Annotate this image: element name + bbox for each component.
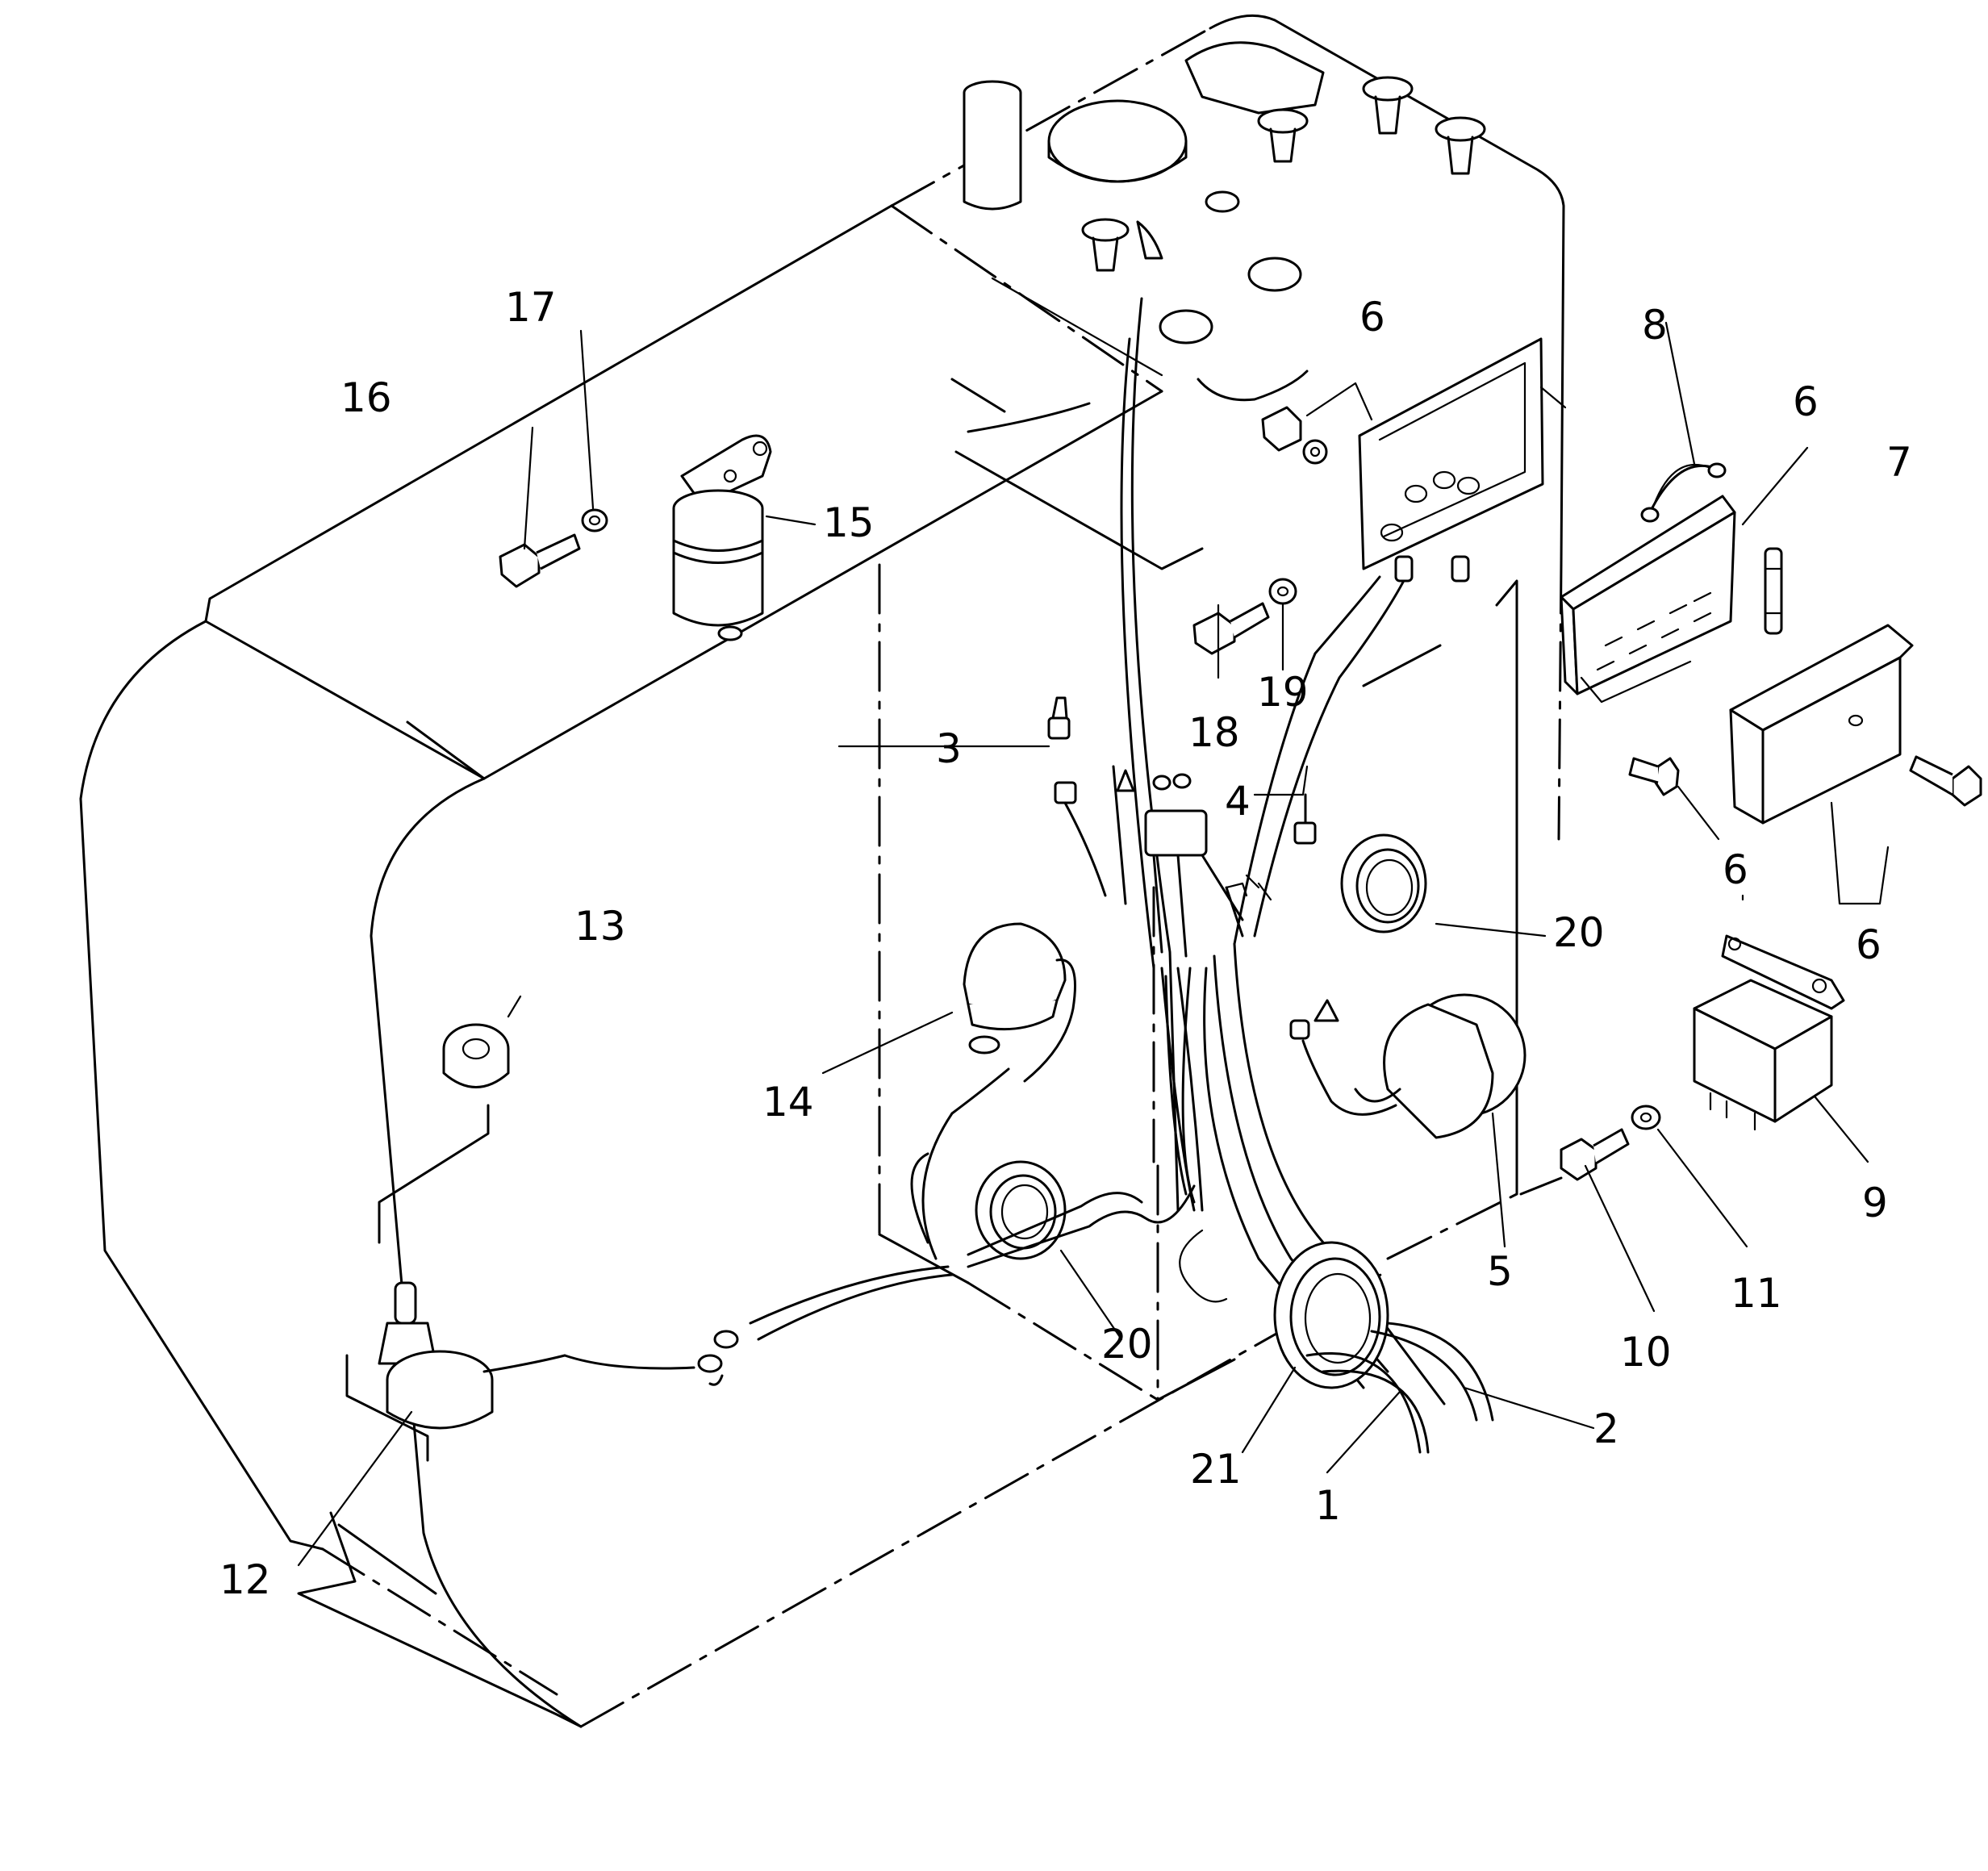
washer-part-19 — [1268, 578, 1297, 605]
label-part-8: 8 — [1642, 302, 1668, 349]
gauge-part-5 — [1289, 993, 1526, 1139]
grommet-part-20-lower — [975, 1160, 1067, 1260]
connector-part-4 — [1293, 793, 1317, 845]
label-part-1: 1 — [1315, 1482, 1341, 1529]
nut-part-13 — [442, 1023, 510, 1088]
sender-part-14 — [950, 922, 1076, 1115]
washer-part-17 — [581, 508, 608, 532]
label-part-5: 5 — [1487, 1248, 1513, 1295]
label-part-11: 11 — [1731, 1270, 1782, 1317]
frame-outline — [79, 14, 1565, 1728]
fuse-part-7 — [1764, 547, 1783, 635]
label-part-10: 10 — [1620, 1329, 1672, 1376]
part-labels: 1 2 3 4 5 6 6 6 6 7 8 9 10 11 12 13 14 1… — [219, 284, 1912, 1603]
screw-part-6-mid — [1628, 757, 1680, 796]
wiring-harness — [563, 297, 1470, 1405]
fuse-box — [1560, 464, 1736, 704]
label-part-12: 12 — [219, 1556, 271, 1603]
label-part-7: 7 — [1886, 439, 1912, 486]
fuse-box-cover — [1729, 624, 1914, 825]
grommet-part-20-upper — [1340, 833, 1427, 933]
label-part-20-a: 20 — [1553, 909, 1605, 956]
label-part-9: 9 — [1862, 1180, 1888, 1226]
label-part-6-b: 6 — [1793, 378, 1819, 425]
cable-part-2 — [1370, 1322, 1494, 1422]
bolt-part-10 — [1560, 1128, 1630, 1181]
label-part-13: 13 — [574, 903, 626, 950]
label-part-20-b: 20 — [1101, 1321, 1153, 1368]
label-part-3: 3 — [936, 725, 962, 772]
label-part-21: 21 — [1190, 1446, 1242, 1493]
label-part-19: 19 — [1257, 669, 1309, 716]
leader-lines — [297, 321, 1890, 1567]
label-part-2: 2 — [1593, 1405, 1619, 1452]
switch-part-12 — [378, 1281, 566, 1430]
relay-part-15 — [672, 434, 772, 641]
label-part-6-c: 6 — [1723, 846, 1748, 893]
washer-part-11 — [1631, 1105, 1661, 1130]
jumper-wire-part-8 — [1640, 462, 1727, 523]
connector-part-3 — [1047, 696, 1107, 897]
console-fuse-opening — [1358, 337, 1544, 570]
label-part-16: 16 — [340, 374, 392, 421]
bolt-part-18 — [1192, 602, 1270, 655]
label-part-17: 17 — [505, 284, 557, 331]
label-part-6-d: 6 — [1856, 921, 1881, 968]
label-part-14: 14 — [762, 1079, 814, 1126]
cable-part-1 — [1305, 1352, 1430, 1454]
bolt-part-16 — [499, 533, 581, 588]
label-part-4: 4 — [1225, 778, 1251, 825]
screw-part-6-right — [1909, 755, 1982, 807]
label-part-18: 18 — [1188, 709, 1240, 756]
console-top — [963, 41, 1486, 402]
label-part-6-a: 6 — [1359, 294, 1385, 340]
grommet-part-21 — [1179, 1229, 1389, 1389]
nut-part-6-top — [1261, 406, 1328, 465]
label-part-15: 15 — [823, 499, 875, 546]
relay-part-9 — [1693, 934, 1845, 1131]
